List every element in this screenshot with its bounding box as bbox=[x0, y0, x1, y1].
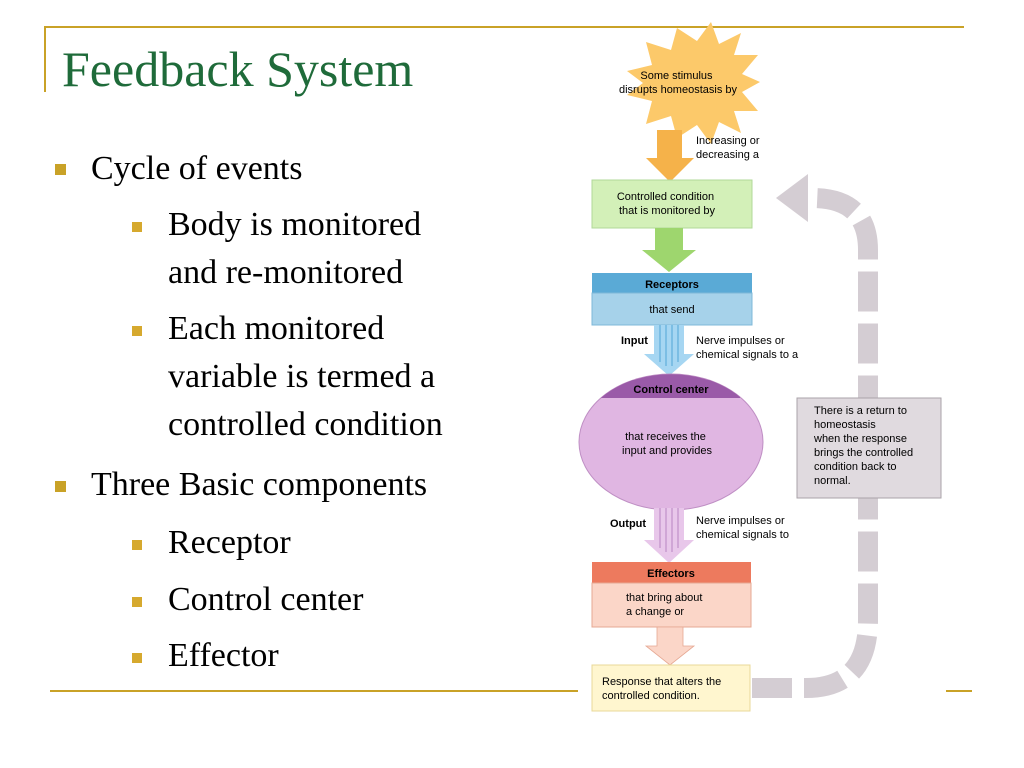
bullet-marker bbox=[55, 481, 66, 492]
return-arrowhead bbox=[776, 174, 808, 222]
return-note-text: There is a return to homeostasis when th… bbox=[813, 405, 916, 487]
return-arrow bbox=[752, 174, 878, 698]
sub-bullet-marker bbox=[132, 597, 142, 607]
sub-bullet-marker bbox=[132, 540, 142, 550]
input-arrow bbox=[644, 325, 694, 376]
condition-arrow bbox=[642, 228, 696, 272]
sub-bullet-marker bbox=[132, 222, 142, 232]
sub-bullet-line: variable is termed a bbox=[168, 358, 436, 395]
sub-bullet-receptor: Receptor bbox=[168, 524, 291, 561]
output-label: Output bbox=[610, 518, 646, 530]
stimulus-arrow bbox=[646, 130, 694, 182]
output-arrow bbox=[644, 508, 694, 563]
input-signal-text: Nerve impulses or chemical signals to a bbox=[696, 335, 799, 361]
sub-bullet-line: Body is monitored bbox=[168, 206, 422, 243]
receptors-header bbox=[592, 273, 752, 293]
effector-arrow bbox=[644, 626, 696, 666]
sub-bullet-line: and re-monitored bbox=[168, 254, 404, 291]
control-center-title: Control center bbox=[633, 384, 709, 396]
response-text: Response that alters the controlled cond… bbox=[602, 676, 724, 702]
footer-rule-left bbox=[50, 690, 578, 692]
footer-rule-right bbox=[946, 690, 972, 692]
sub-bullet-line: Each monitored bbox=[168, 310, 385, 347]
control-center-text: that receives the input and provides bbox=[622, 431, 712, 457]
response-box bbox=[591, 664, 751, 712]
sub-bullet-marker bbox=[132, 653, 142, 663]
stimulus-text: Some stimulus disrupts homeostasis by bbox=[619, 70, 737, 96]
bullet-cycle-of-events: Cycle of events bbox=[91, 150, 303, 187]
control-center-header-band bbox=[600, 380, 740, 398]
effectors-text: that bring about a change or bbox=[626, 592, 706, 618]
bullet-marker bbox=[55, 164, 66, 175]
slide-title: Feedback System bbox=[62, 41, 414, 97]
stimulus-starburst bbox=[627, 22, 760, 144]
effectors-title: Effectors bbox=[647, 568, 695, 580]
receptors-box bbox=[591, 292, 753, 326]
receptors-text: that send bbox=[649, 304, 694, 316]
controlled-condition-box bbox=[591, 179, 753, 229]
increasing-text: Increasing or decreasing a bbox=[696, 135, 763, 161]
sub-bullet-marker bbox=[132, 326, 142, 336]
input-label: Input bbox=[621, 335, 648, 347]
return-note-box bbox=[796, 397, 942, 499]
sub-bullet-effector: Effector bbox=[168, 637, 279, 674]
sub-bullet-line: controlled condition bbox=[168, 406, 443, 443]
title-rule-horizontal bbox=[44, 26, 964, 28]
title-rule-vertical bbox=[44, 26, 46, 92]
sub-bullet-control-center: Control center bbox=[168, 581, 364, 618]
effectors-header bbox=[592, 562, 751, 583]
effectors-box bbox=[591, 582, 752, 628]
controlled-condition-text: Controlled condition that is monitored b… bbox=[617, 191, 717, 217]
bullet-three-basic-components: Three Basic components bbox=[91, 466, 428, 503]
output-signal-text: Nerve impulses or chemical signals to bbox=[696, 515, 789, 541]
receptors-title: Receptors bbox=[645, 279, 699, 291]
